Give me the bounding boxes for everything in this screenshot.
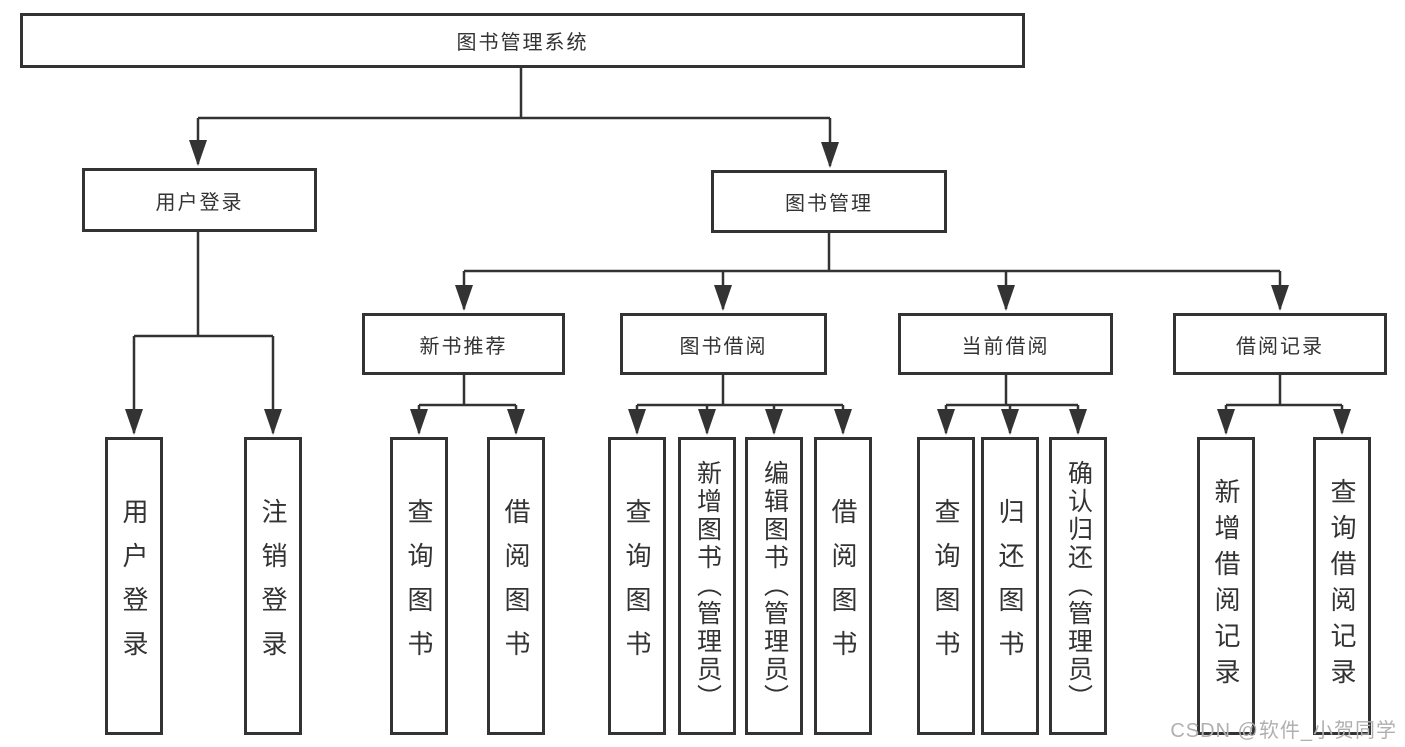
connector-current-borrow-tee [946,375,1078,407]
connector-borrow-records-tee [1226,375,1342,407]
leaf-label: 归还图书 [995,498,1025,674]
leaf-query-books-current: 查询图书 [917,437,975,735]
leaf-borrow-books-recommend: 借阅图书 [487,437,545,735]
leaf-query-borrow-record: 查询借阅记录 [1313,437,1371,735]
leaf-label: 借阅图书 [828,498,858,674]
node-library-system: 图书管理系统 [20,13,1025,68]
leaf-query-books-recommend: 查询图书 [390,437,448,735]
leaf-label: 新增借阅记录 [1211,478,1241,694]
connector-book-borrow-tee [637,375,843,407]
leaf-label: 新增图书（管理员） [693,460,722,712]
leaf-logout-login: 注销登录 [244,437,302,735]
node-book-borrow: 图书借阅 [620,313,827,375]
connector-root-tee [198,68,830,120]
node-new-book-recommend: 新书推荐 [362,313,565,375]
leaf-label: 确认归还（管理员） [1064,460,1093,712]
leaf-label: 查询借阅记录 [1327,478,1357,694]
node-current-borrow: 当前借阅 [898,313,1113,375]
connector-new-book-tee [419,375,516,407]
connector-user-login-tee [134,232,273,338]
leaf-label: 借阅图书 [501,498,531,674]
leaf-confirm-return-admin: 确认归还（管理员） [1049,437,1107,735]
leaf-query-books-borrow: 查询图书 [608,437,666,735]
leaf-label: 查询图书 [931,498,961,674]
node-book-management: 图书管理 [711,170,947,233]
node-borrow-records: 借阅记录 [1173,313,1387,375]
node-user-login: 用户登录 [82,168,317,232]
csdn-watermark: CSDN @软件_小贺同学 [1170,720,1397,742]
leaf-label: 查询图书 [622,498,652,674]
leaf-label: 查询图书 [404,498,434,674]
connector-book-mgmt-tee [464,233,1280,273]
leaf-add-books-admin: 新增图书（管理员） [678,437,736,735]
leaf-label: 注销登录 [258,498,288,674]
leaf-return-books: 归还图书 [981,437,1039,735]
leaf-label: 编辑图书（管理员） [760,460,789,712]
leaf-label: 用户登录 [119,498,149,674]
leaf-borrow-books: 借阅图书 [814,437,872,735]
leaf-add-borrow-record: 新增借阅记录 [1197,437,1255,735]
leaf-edit-books-admin: 编辑图书（管理员） [745,437,803,735]
leaf-user-login: 用户登录 [105,437,163,735]
